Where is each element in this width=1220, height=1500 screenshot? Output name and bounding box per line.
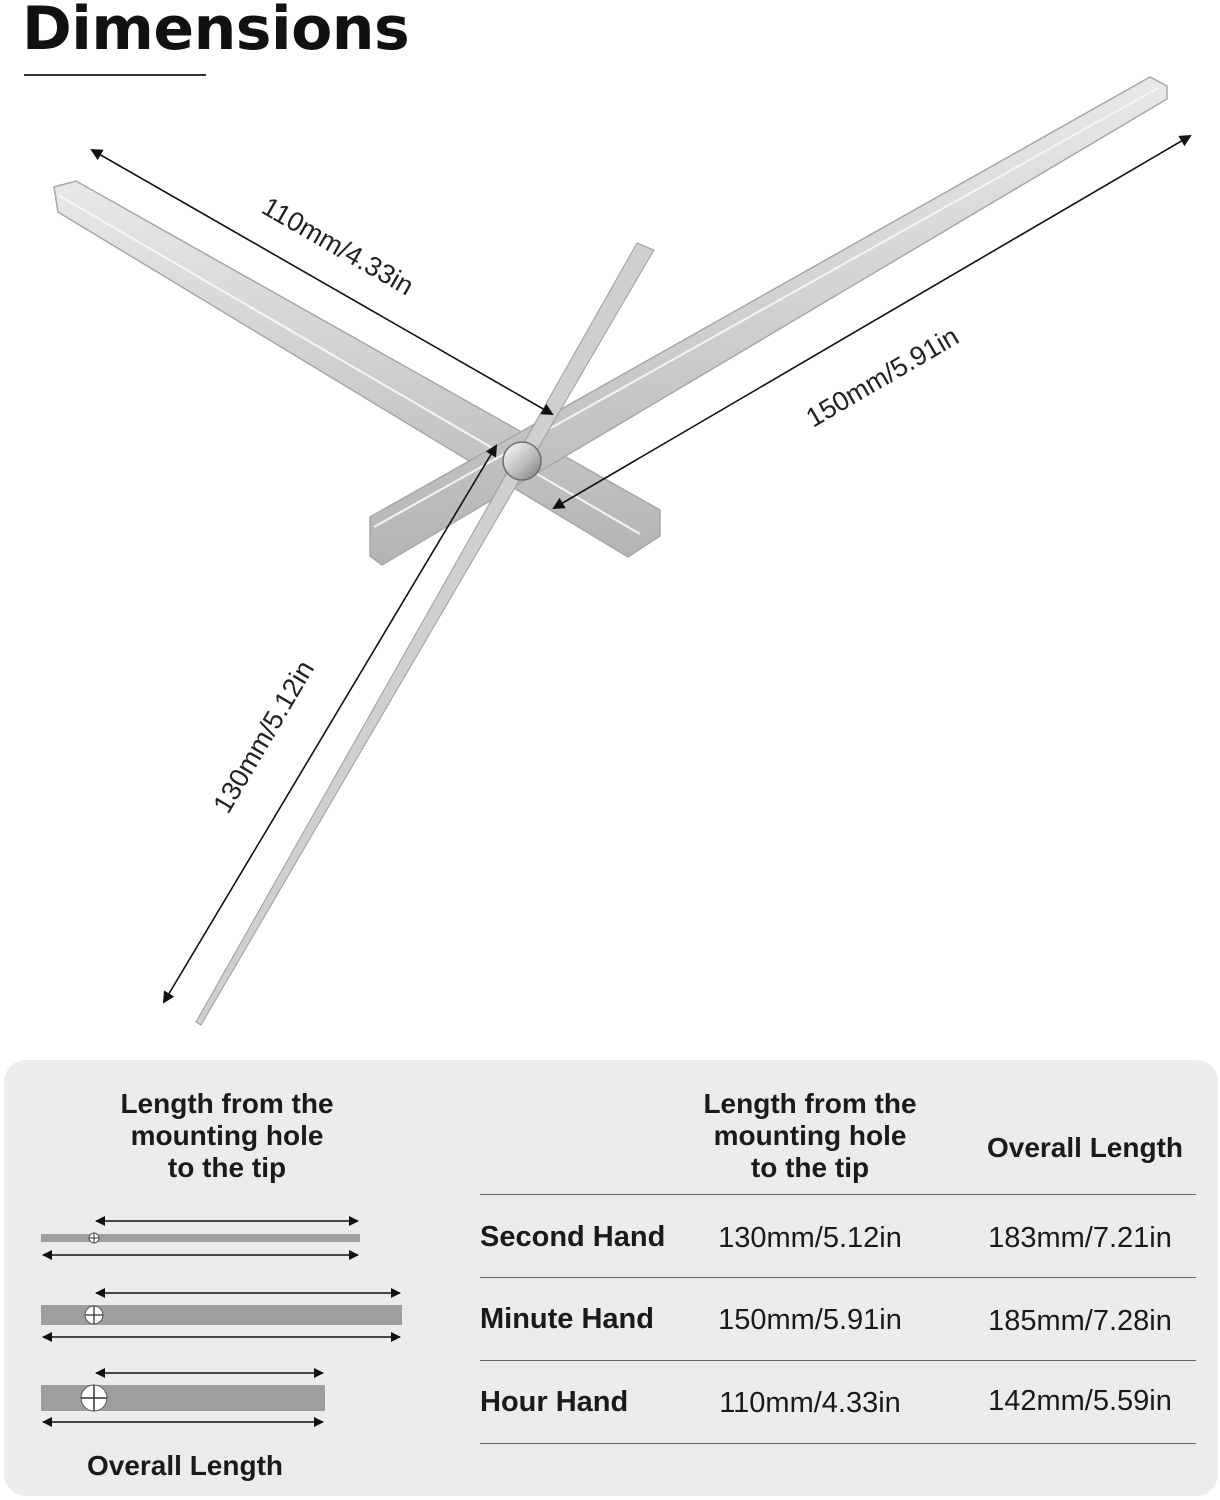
title-underline [24,74,206,76]
center-pin [502,441,542,481]
second-dimension-arrow [162,444,498,1004]
row-label-minute-hand: Minute Hand [480,1303,654,1335]
legend-second-hand [41,1216,360,1260]
table-divider [480,1443,1196,1444]
column-header-mount-length: Length from the mounting hole to the tip [703,1088,917,1183]
row-label-hour-hand: Hour Hand [480,1386,629,1418]
hour-dimension-arrow [90,149,554,415]
table-divider [480,1360,1196,1361]
overall-length-caption: Overall Length [86,1450,284,1481]
table-divider [480,1194,1196,1195]
page-title: Dimensions [22,0,410,64]
table-divider [480,1277,1196,1278]
legend-minute-hand [41,1288,402,1342]
column-header-overall-length: Overall Length [986,1132,1184,1163]
hour-hand-overall-length: 142mm/5.59in [988,1385,1172,1417]
second-hand-mount-length: 130mm/5.12in [718,1222,902,1254]
legend-hour-hand [41,1368,325,1427]
minute-dimension-arrow [552,134,1192,510]
row-label-second-hand: Second Hand [480,1221,666,1253]
legend-heading: Length from the mounting hole to the tip [120,1088,334,1183]
minute-hand-overall-length: 185mm/7.28in [988,1305,1172,1337]
clock-hands-diagram: 110mm/4.33in 150mm/5.91in 130mm/5.12in [53,76,1192,1026]
hour-hand-mount-length: 110mm/4.33in [719,1387,901,1419]
minute-hand-mount-length: 150mm/5.91in [718,1304,902,1336]
second-hand-overall-length: 183mm/7.21in [988,1222,1172,1254]
